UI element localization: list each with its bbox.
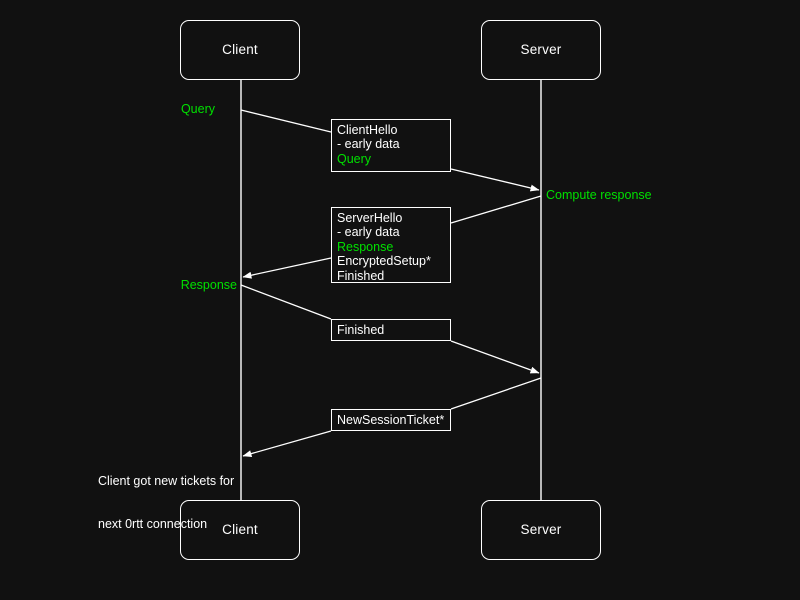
message-line: NewSessionTicket* — [337, 413, 445, 427]
actor-box-client-top: Client — [180, 20, 300, 80]
arrow-client-hello-seg1 — [240, 109, 332, 133]
actor-label-server-top: Server — [520, 42, 562, 58]
message-line: ClientHello — [337, 123, 398, 137]
arrow-server-hello-seg1 — [450, 195, 542, 224]
annotation-compute-response: Compute response — [546, 188, 652, 202]
actor-box-server-top: Server — [481, 20, 601, 80]
message-line: EncryptedSetup* — [337, 254, 431, 269]
annotation-query: Query — [180, 102, 215, 116]
message-box-new-session-ticket: NewSessionTicket* — [331, 409, 451, 431]
message-line: Finished — [337, 323, 385, 337]
actor-label-client-top: Client — [222, 42, 258, 58]
message-line: Query — [337, 151, 372, 166]
arrow-server-hello-seg2 — [242, 257, 332, 279]
actor-label-server-bottom: Server — [520, 522, 562, 538]
arrow-client-hello-seg2 — [450, 168, 540, 192]
message-line: - early data — [337, 137, 400, 152]
message-line: Finished — [337, 268, 385, 283]
message-box-server-hello: ServerHello - early data Response Encryp… — [331, 207, 451, 283]
arrow-new-session-ticket-seg1 — [450, 377, 542, 410]
annotation-new-tickets-line1: Client got new tickets for — [98, 473, 235, 488]
message-box-finished: Finished — [331, 319, 451, 341]
annotation-new-tickets: Client got new tickets for next 0rtt con… — [98, 445, 234, 560]
message-line: - early data — [337, 225, 400, 240]
arrow-finished-seg2 — [450, 340, 540, 374]
message-line: ServerHello — [337, 211, 403, 225]
actor-box-client-bottom: Client — [180, 500, 300, 560]
arrow-finished-seg1 — [240, 284, 332, 320]
arrow-new-session-ticket-seg2 — [242, 430, 332, 458]
annotation-new-tickets-line2: next 0rtt connection — [98, 517, 208, 532]
actor-box-server-bottom: Server — [481, 500, 601, 560]
annotation-response: Response — [180, 278, 237, 292]
actor-label-client-bottom: Client — [222, 522, 258, 538]
message-box-client-hello: ClientHello - early data Query — [331, 119, 451, 172]
message-line: Response — [337, 239, 394, 254]
